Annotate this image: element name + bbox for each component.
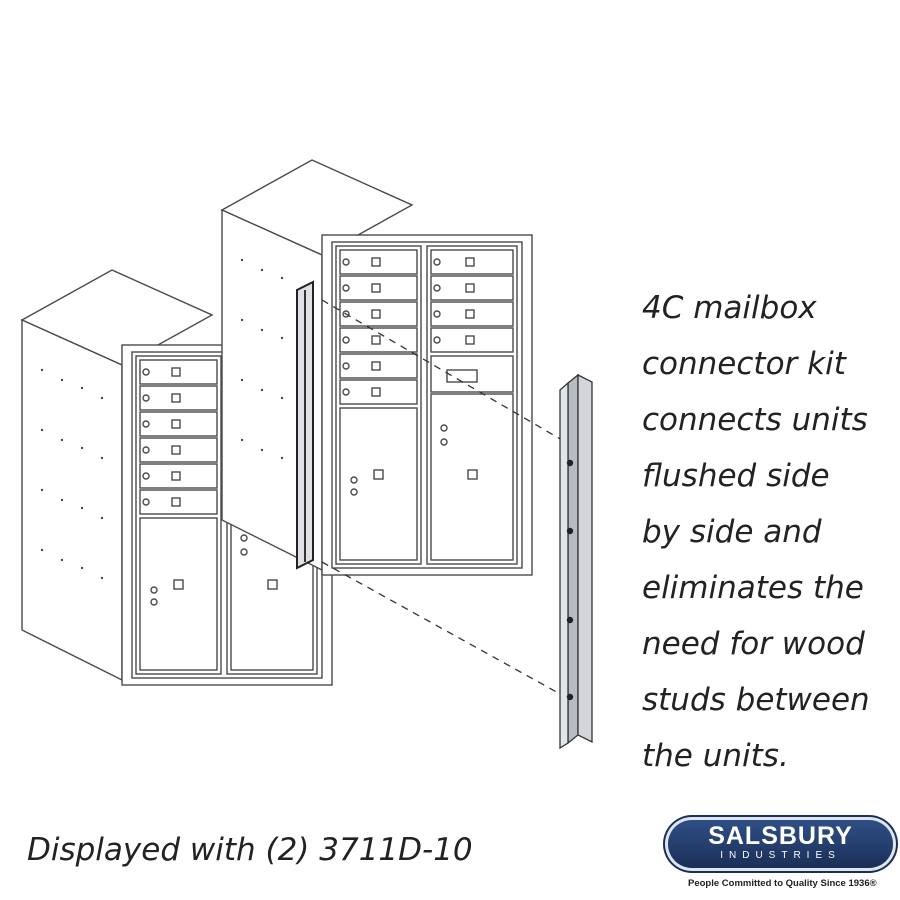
description-line: connects units — [642, 402, 868, 438]
description-line: 4C mailbox — [642, 290, 817, 326]
description-line: by side and — [642, 514, 822, 550]
description-line: the units. — [642, 738, 789, 774]
product-description: 4C mailbox connector kit connects units … — [642, 280, 892, 784]
description-line: studs between — [642, 682, 870, 718]
connector-bracket — [559, 373, 593, 750]
guide-lines — [321, 299, 563, 696]
description-line: flushed side — [642, 458, 830, 494]
description-line: need for wood — [642, 626, 865, 662]
mailbox-unit-right — [221, 159, 533, 576]
salsbury-logo: SALSBURY INDUSTRIES People Committed to … — [668, 816, 894, 896]
logo-tagline: People Committed to Quality Since 1936® — [688, 878, 877, 889]
logo-badge: SALSBURY INDUSTRIES — [668, 820, 893, 868]
logo-subtitle: INDUSTRIES — [720, 850, 841, 861]
mailbox-connector-illustration — [21, 159, 593, 750]
installed-connector — [296, 280, 314, 570]
description-line: eliminates the — [642, 570, 864, 606]
description-line: connector kit — [642, 346, 846, 382]
logo-name: SALSBURY — [708, 822, 853, 850]
display-caption: Displayed with (2) 3711D-10 — [27, 832, 473, 868]
